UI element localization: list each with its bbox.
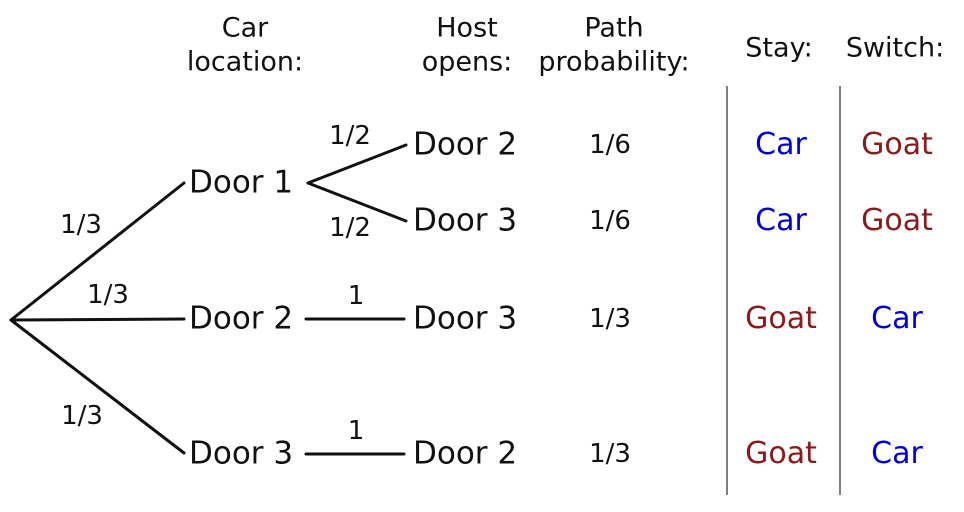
path-probability-row3: 1/3 <box>589 304 631 334</box>
switch-column-divider <box>839 86 841 495</box>
header-car-location-line1: Car <box>221 12 269 44</box>
edge-root-door2 <box>9 317 186 322</box>
header-car-location-line2: location: <box>186 46 304 78</box>
header-path-probability-line1: Path <box>584 12 644 44</box>
path-probability-row1: 1/6 <box>589 130 631 160</box>
node-host-opens-row4: Door 2 <box>413 435 518 472</box>
stay-outcome-row2: Car <box>755 203 807 238</box>
switch-outcome-row2: Goat <box>861 203 933 238</box>
branch-label-root-door3: 1/3 <box>61 401 103 431</box>
node-car-location-door2: Door 2 <box>189 300 294 337</box>
switch-outcome-row4: Car <box>871 436 923 471</box>
branch-label-root-door1: 1/3 <box>60 210 102 240</box>
header-stay: Stay: <box>745 32 813 64</box>
branch-label-root-door2: 1/3 <box>87 280 129 310</box>
header-path-probability-line2: probability: <box>538 46 690 78</box>
header-host-opens-line2: opens: <box>421 46 513 78</box>
path-probability-row4: 1/3 <box>589 439 631 469</box>
switch-outcome-row3: Car <box>871 301 923 336</box>
branch-label-door1-open3: 1/2 <box>329 213 371 243</box>
node-host-opens-row2: Door 3 <box>413 202 518 239</box>
header-switch: Switch: <box>845 32 945 64</box>
branch-label-door2-open3: 1 <box>347 281 365 311</box>
stay-outcome-row4: Goat <box>745 436 817 471</box>
node-host-opens-row3: Door 3 <box>413 300 518 337</box>
branch-label-door3-open2: 1 <box>347 416 365 446</box>
switch-outcome-row1: Goat <box>861 127 933 162</box>
stay-outcome-row1: Car <box>755 127 807 162</box>
stay-outcome-row3: Goat <box>745 301 817 336</box>
path-probability-row2: 1/6 <box>589 206 631 236</box>
branch-label-door1-open2: 1/2 <box>329 121 371 151</box>
stay-column-divider <box>726 86 728 495</box>
node-car-location-door1: Door 1 <box>189 164 294 201</box>
node-host-opens-row1: Door 2 <box>413 126 518 163</box>
edge-root-door3 <box>9 318 186 455</box>
node-car-location-door3: Door 3 <box>189 435 294 472</box>
header-host-opens-line1: Host <box>436 12 498 44</box>
